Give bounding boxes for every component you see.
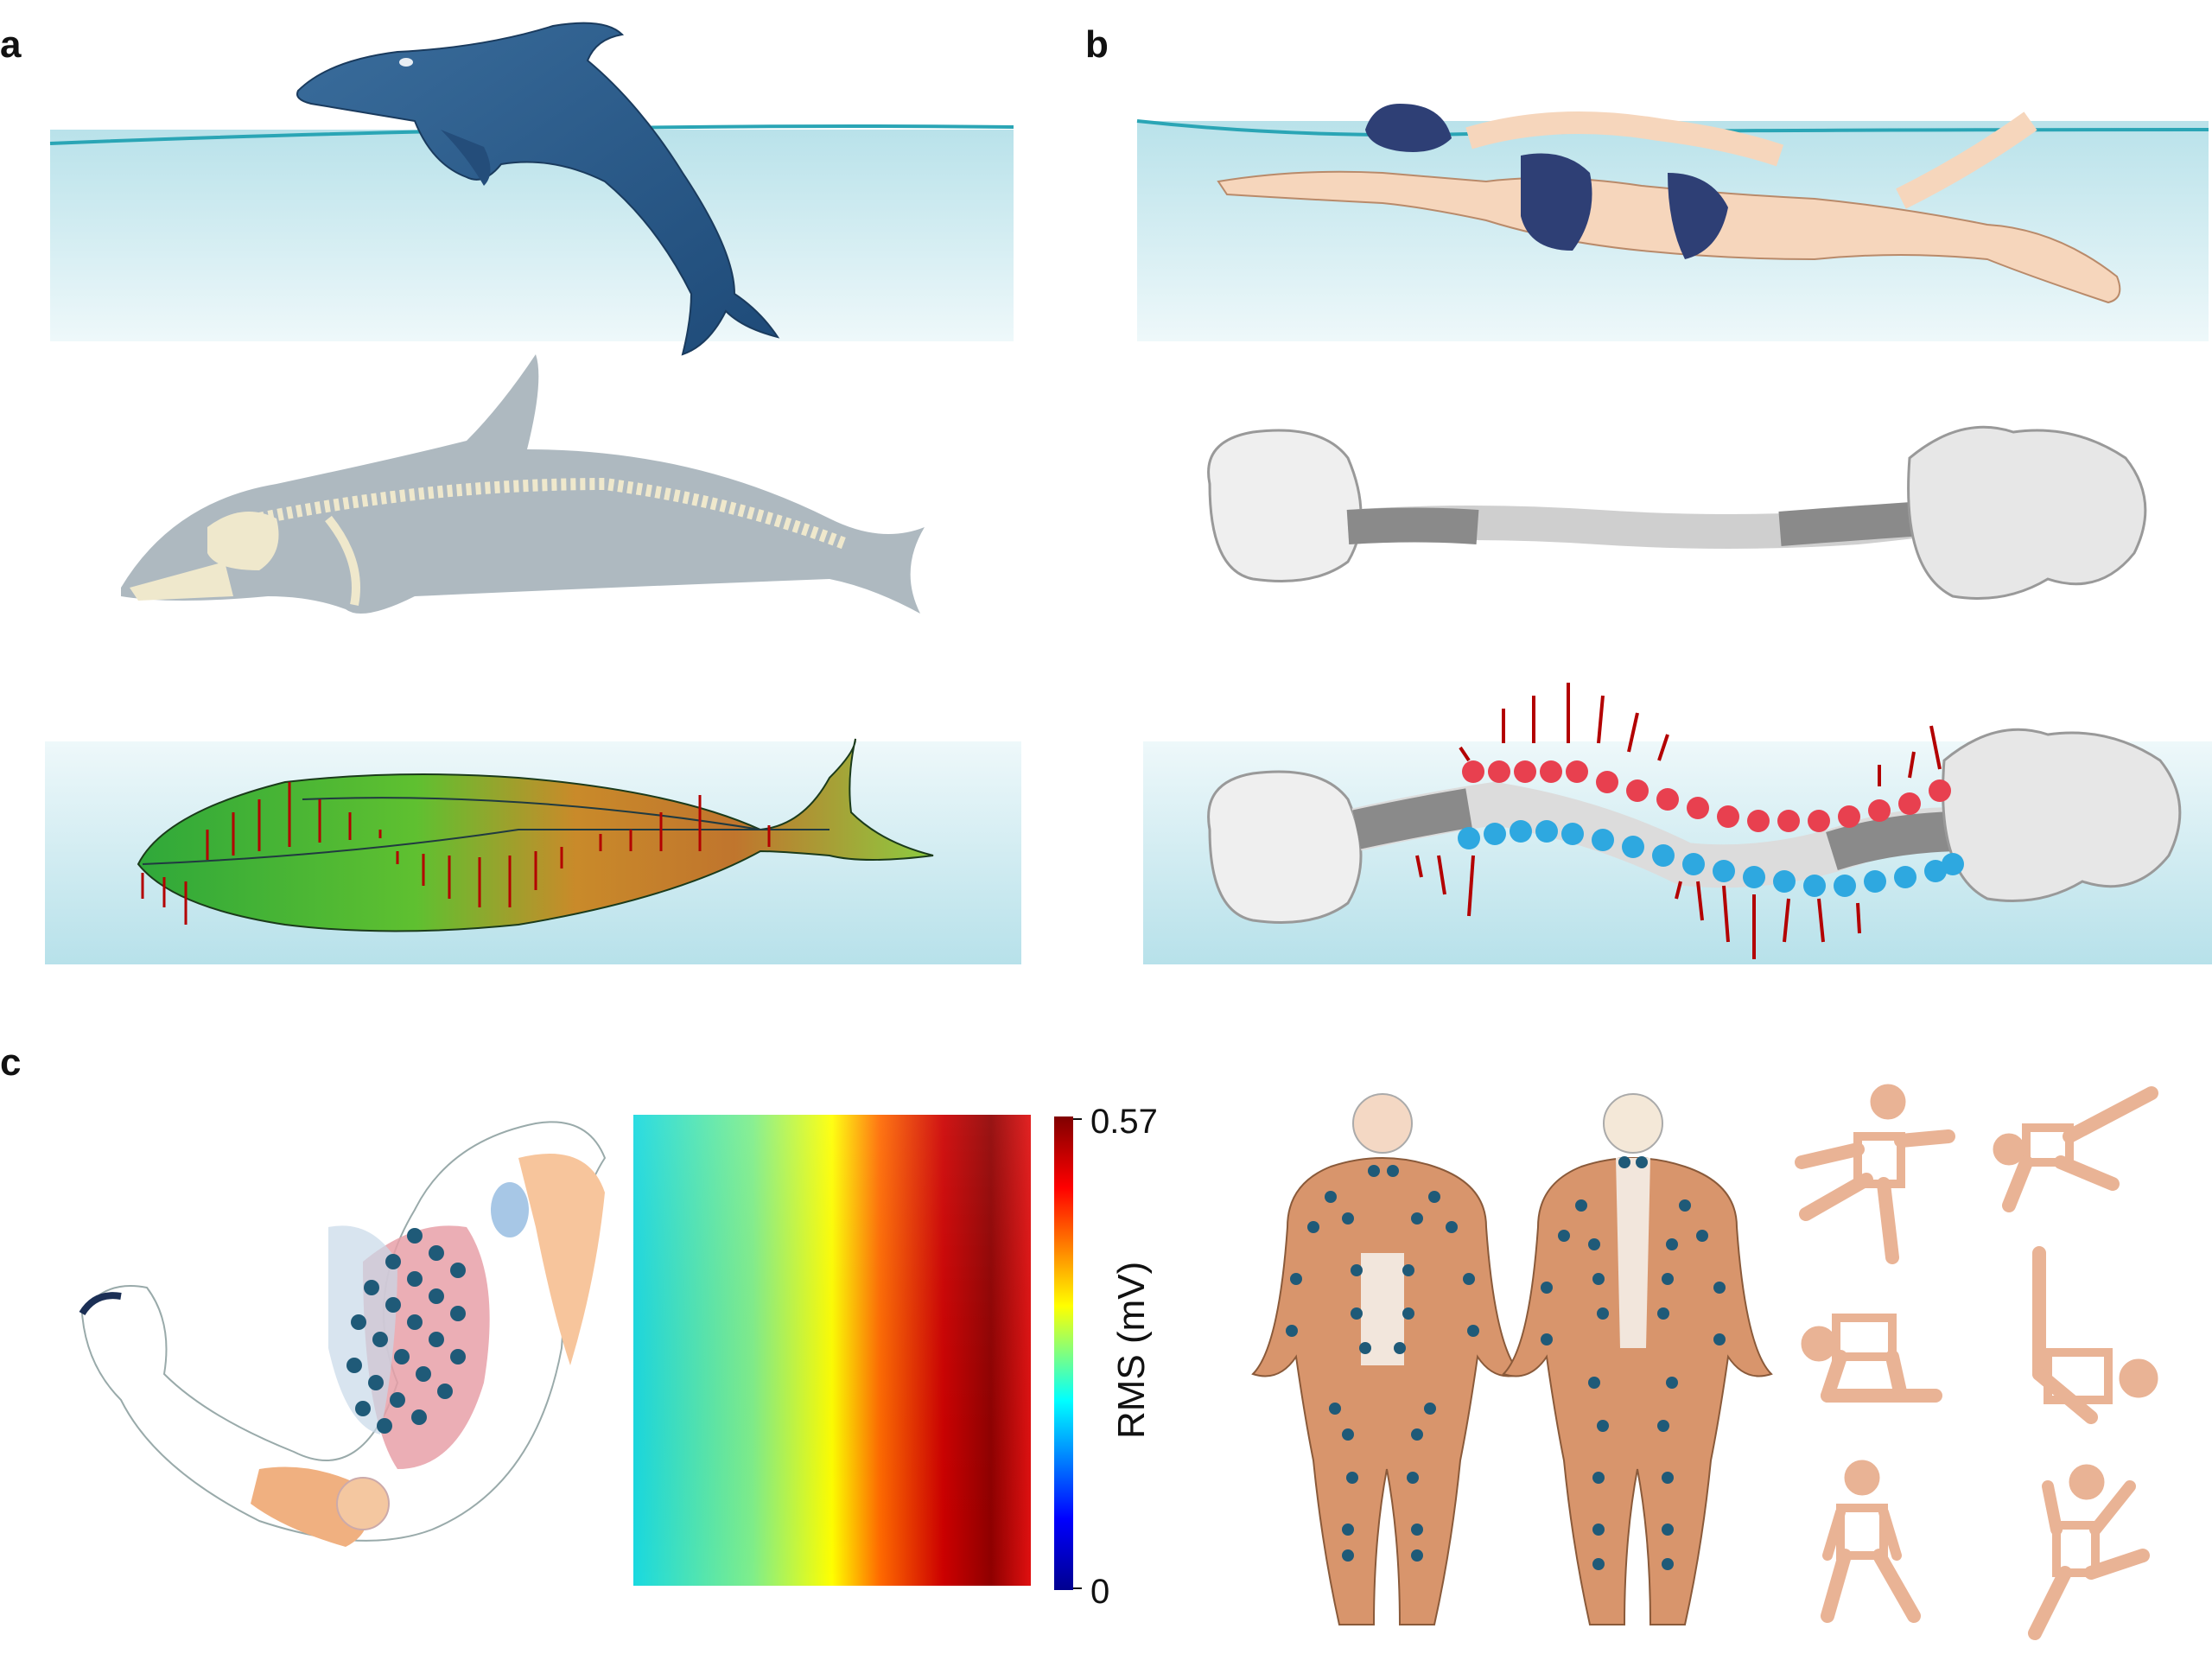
panel-label-c: c	[0, 1041, 22, 1084]
human-body-front-icon	[1251, 1093, 1522, 1625]
colorbar-min-label: 0	[1090, 1573, 1110, 1611]
pose-sit-icon	[2032, 1246, 2158, 1424]
rms-colorbar	[1054, 1116, 1082, 1590]
panel-c	[79, 1084, 2158, 1640]
panel-b	[1136, 104, 2212, 964]
human-spine-icon	[1207, 425, 2147, 600]
force-arrows-a	[141, 782, 771, 925]
force-arrows-b	[1415, 683, 1942, 959]
front-electrodes	[1286, 1165, 1479, 1562]
arm-muscle-icon	[79, 1121, 607, 1547]
blue-markers	[1458, 820, 1964, 897]
pose-kick-icon	[1795, 1084, 1955, 1264]
rms-heatmap	[633, 1115, 1031, 1586]
pose-kneel-icon	[1801, 1314, 1942, 1403]
dolphin-force-model-icon	[137, 738, 934, 932]
panel-label-a: a	[0, 23, 22, 66]
panel-a	[45, 22, 1021, 964]
colorbar-axis-label: RMS (mV)	[1110, 1261, 1153, 1439]
arm-electrodes	[346, 1228, 466, 1434]
dolphin-icon	[296, 22, 780, 356]
human-body-back-icon	[1502, 1093, 1773, 1625]
pose-stand-icon	[1821, 1460, 1921, 1623]
back-electrodes	[1541, 1156, 1726, 1570]
red-markers	[1462, 760, 1951, 832]
dolphin-skeleton-icon	[121, 354, 925, 614]
panel-label-b: b	[1085, 23, 1109, 66]
pose-jump-icon	[2028, 1464, 2150, 1640]
swimmer-icon	[1217, 104, 2121, 304]
pose-lunge-icon	[1993, 1086, 2158, 1212]
exercise-pose-icons	[1795, 1084, 2158, 1640]
colorbar-max-label: 0.57	[1090, 1103, 1158, 1141]
water-surface-a	[50, 130, 1014, 341]
